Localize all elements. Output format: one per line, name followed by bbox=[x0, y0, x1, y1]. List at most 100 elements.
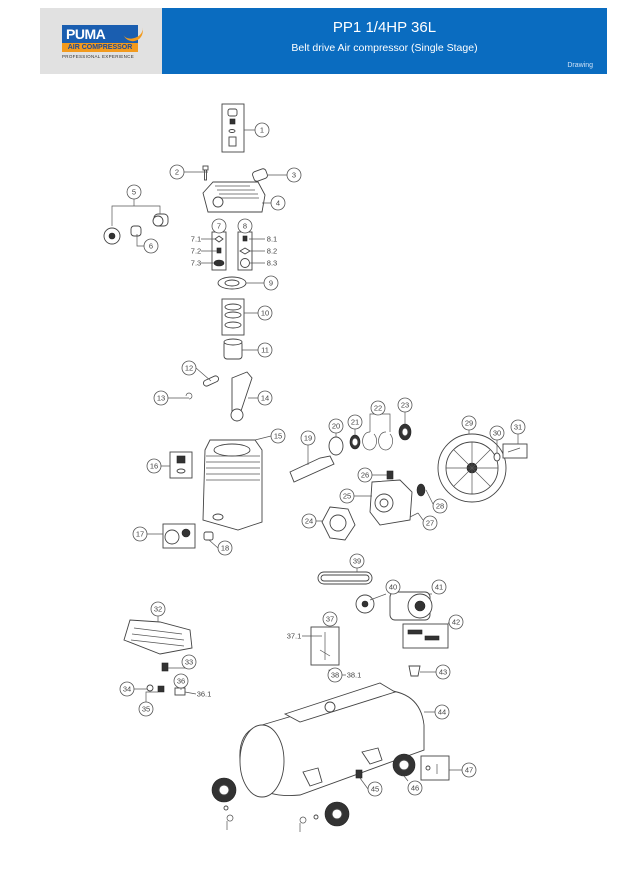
svg-text:13: 13 bbox=[157, 394, 165, 403]
callout-8[interactable]: 8 bbox=[237, 218, 253, 234]
svg-text:20: 20 bbox=[332, 422, 340, 431]
callout-4[interactable]: 4 bbox=[270, 195, 286, 211]
svg-text:21: 21 bbox=[351, 418, 359, 427]
callout-15[interactable]: 15 bbox=[270, 428, 286, 444]
callout-37[interactable]: 37 bbox=[322, 611, 338, 627]
svg-text:45: 45 bbox=[371, 785, 379, 794]
svg-text:30: 30 bbox=[493, 429, 501, 438]
callout-11[interactable]: 11 bbox=[257, 342, 273, 358]
callout-31[interactable]: 31 bbox=[510, 419, 526, 435]
brand-logo: PUMA AIR COMPRESSOR PROFESSIONAL EXPERIE… bbox=[40, 8, 162, 74]
logo-subtitle: AIR COMPRESSOR bbox=[62, 43, 138, 52]
callout-24[interactable]: 24 bbox=[301, 513, 317, 529]
callout-18[interactable]: 18 bbox=[217, 540, 233, 556]
svg-text:43: 43 bbox=[439, 668, 447, 677]
sub-label-37-1: 37.1 bbox=[287, 632, 302, 641]
svg-text:44: 44 bbox=[438, 708, 446, 717]
svg-text:9: 9 bbox=[269, 279, 273, 288]
svg-text:26: 26 bbox=[361, 471, 369, 480]
callout-9[interactable]: 9 bbox=[263, 275, 279, 291]
callout-36[interactable]: 36 bbox=[173, 673, 189, 689]
callout-26[interactable]: 26 bbox=[357, 467, 373, 483]
svg-text:47: 47 bbox=[465, 766, 473, 775]
callout-1[interactable]: 1 bbox=[254, 122, 270, 138]
svg-text:3: 3 bbox=[292, 171, 296, 180]
callout-38[interactable]: 38 bbox=[327, 667, 343, 683]
callout-6[interactable]: 6 bbox=[143, 238, 159, 254]
parts-illustration bbox=[103, 103, 528, 832]
svg-text:31: 31 bbox=[514, 423, 522, 432]
callout-13[interactable]: 13 bbox=[153, 390, 169, 406]
sub-label-7-3: 7.3 bbox=[191, 259, 201, 268]
callout-41[interactable]: 41 bbox=[431, 579, 447, 595]
svg-text:32: 32 bbox=[154, 605, 162, 614]
callout-39[interactable]: 39 bbox=[349, 553, 365, 569]
callout-47[interactable]: 47 bbox=[461, 762, 477, 778]
callout-32[interactable]: 32 bbox=[150, 601, 166, 617]
page-title: PP1 1/4HP 36L bbox=[332, 19, 437, 36]
svg-text:29: 29 bbox=[465, 419, 473, 428]
svg-text:42: 42 bbox=[452, 618, 460, 627]
svg-text:40: 40 bbox=[389, 583, 397, 592]
callout-20[interactable]: 20 bbox=[328, 418, 344, 434]
sub-label-8-3: 8.3 bbox=[267, 259, 277, 268]
svg-text:33: 33 bbox=[185, 658, 193, 667]
callout-17[interactable]: 17 bbox=[132, 526, 148, 542]
callout-45[interactable]: 45 bbox=[367, 781, 383, 797]
callout-5[interactable]: 5 bbox=[126, 184, 142, 200]
svg-text:10: 10 bbox=[261, 309, 269, 318]
callout-33[interactable]: 33 bbox=[181, 654, 197, 670]
callout-14[interactable]: 14 bbox=[257, 390, 273, 406]
svg-text:2: 2 bbox=[175, 168, 179, 177]
svg-text:22: 22 bbox=[374, 404, 382, 413]
sub-label-8-2: 8.2 bbox=[267, 247, 277, 256]
callout-46[interactable]: 46 bbox=[407, 780, 423, 796]
svg-text:17: 17 bbox=[136, 530, 144, 539]
callout-22[interactable]: 22 bbox=[370, 400, 386, 416]
drawing-tag: Drawing bbox=[567, 62, 593, 69]
svg-text:11: 11 bbox=[261, 346, 269, 355]
svg-text:14: 14 bbox=[261, 394, 269, 403]
svg-text:34: 34 bbox=[123, 685, 131, 694]
callout-30[interactable]: 30 bbox=[489, 425, 505, 441]
svg-text:36: 36 bbox=[177, 677, 185, 686]
callout-12[interactable]: 12 bbox=[181, 360, 197, 376]
page-subtitle: Belt drive Air compressor (Single Stage) bbox=[291, 42, 478, 54]
callout-16[interactable]: 16 bbox=[146, 458, 162, 474]
callout-25[interactable]: 25 bbox=[339, 488, 355, 504]
logo-brand: PUMA bbox=[62, 25, 138, 43]
callout-35[interactable]: 35 bbox=[138, 701, 154, 717]
callout-42[interactable]: 42 bbox=[448, 614, 464, 630]
callout-3[interactable]: 3 bbox=[286, 167, 302, 183]
callout-10[interactable]: 10 bbox=[257, 305, 273, 321]
callout-2[interactable]: 2 bbox=[169, 164, 185, 180]
svg-text:18: 18 bbox=[221, 544, 229, 553]
svg-text:1: 1 bbox=[260, 126, 264, 135]
svg-text:16: 16 bbox=[150, 462, 158, 471]
svg-text:7: 7 bbox=[217, 222, 221, 231]
callout-21[interactable]: 21 bbox=[347, 414, 363, 430]
svg-text:39: 39 bbox=[353, 557, 361, 566]
callout-43[interactable]: 43 bbox=[435, 664, 451, 680]
svg-text:35: 35 bbox=[142, 705, 150, 714]
svg-text:28: 28 bbox=[436, 502, 444, 511]
callout-40[interactable]: 40 bbox=[385, 579, 401, 595]
sub-label-8-1: 8.1 bbox=[267, 235, 277, 244]
sub-label-7-2: 7.2 bbox=[191, 247, 201, 256]
callout-44[interactable]: 44 bbox=[434, 704, 450, 720]
callout-7[interactable]: 7 bbox=[211, 218, 227, 234]
callout-28[interactable]: 28 bbox=[432, 498, 448, 514]
callout-23[interactable]: 23 bbox=[397, 397, 413, 413]
svg-text:8: 8 bbox=[243, 222, 247, 231]
callout-29[interactable]: 29 bbox=[461, 415, 477, 431]
svg-text:27: 27 bbox=[426, 519, 434, 528]
sub-labels: 7.1 7.2 7.3 8.1 8.2 8.3 36.1 37.1 38.1 bbox=[191, 235, 362, 699]
svg-text:38: 38 bbox=[331, 671, 339, 680]
callout-27[interactable]: 27 bbox=[422, 515, 438, 531]
svg-text:41: 41 bbox=[435, 583, 443, 592]
svg-text:37: 37 bbox=[326, 615, 334, 624]
callout-19[interactable]: 19 bbox=[300, 430, 316, 446]
svg-text:19: 19 bbox=[304, 434, 312, 443]
callout-34[interactable]: 34 bbox=[119, 681, 135, 697]
